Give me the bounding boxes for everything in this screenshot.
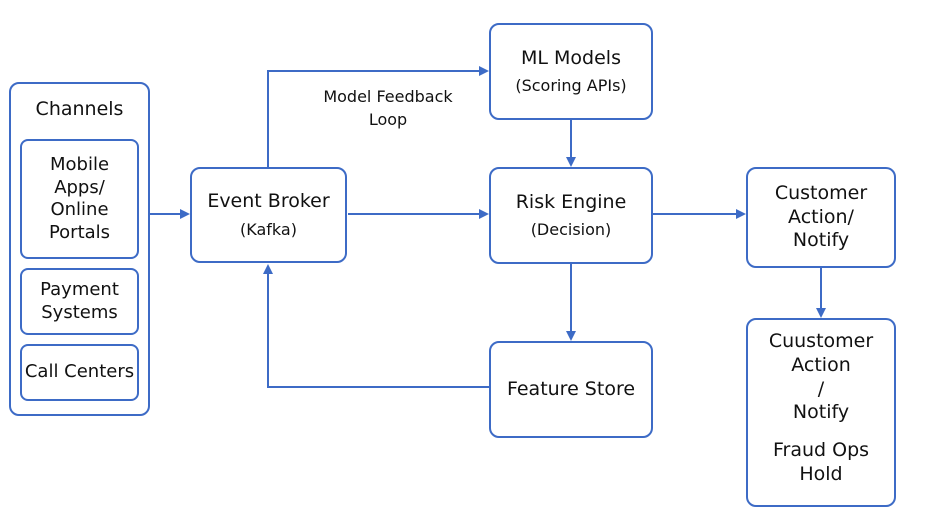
mobile-apps-line3: Online — [50, 199, 109, 220]
mobile-apps-line2: Apps/ — [54, 176, 105, 198]
model-feedback-line2: Loop — [368, 109, 408, 129]
customer-action-label: Customer Action/ Notify — [746, 167, 896, 268]
risk-engine-subtitle: (Decision) — [530, 220, 612, 240]
mobile-apps-node — [20, 139, 139, 259]
channels-title: Channels — [35, 98, 124, 121]
customer-action-line1: Customer — [774, 181, 868, 204]
risk-engine-node — [489, 167, 653, 264]
feature-store-label: Feature Store — [506, 377, 636, 400]
event-broker-label: Event Broker (Kafka) — [190, 167, 347, 263]
customer-action-line3: Notify — [792, 229, 850, 252]
event-broker-title: Event Broker — [207, 190, 330, 213]
model-feedback-loop-label: Model Feedback Loop — [305, 83, 471, 133]
outcome-line2: Action — [791, 353, 851, 376]
ml-models-subtitle: (Scoring APIs) — [515, 76, 627, 96]
feature-store-node — [489, 341, 653, 438]
ml-models-label: ML Models (Scoring APIs) — [489, 23, 653, 120]
outcome-line5: Fraud Ops — [772, 439, 870, 461]
payment-systems-line2: Systems — [41, 301, 118, 323]
mobile-apps-label: Mobile Apps/ Online Portals — [20, 139, 139, 259]
ml-models-title: ML Models — [521, 46, 621, 69]
arrow-feature-store-to-broker — [263, 264, 489, 388]
ml-models-node — [489, 23, 653, 120]
outcome-node — [746, 318, 896, 507]
customer-action-node — [746, 167, 896, 268]
outcome-line4: Notify — [792, 401, 850, 424]
call-centers-node — [20, 344, 139, 401]
payment-systems-line1: Payment — [40, 279, 119, 300]
outcome-line6: Hold — [799, 462, 843, 485]
outcome-line1: Cuustomer — [768, 330, 874, 352]
risk-engine-title: Risk Engine — [515, 190, 627, 213]
payment-systems-label: Payment Systems — [20, 268, 139, 335]
model-feedback-line1: Model Feedback — [323, 86, 453, 106]
risk-engine-label: Risk Engine (Decision) — [489, 167, 653, 264]
outcome-line3: / — [817, 377, 825, 400]
event-broker-node — [190, 167, 347, 263]
mobile-apps-line1: Mobile — [49, 154, 110, 175]
payment-systems-node — [20, 268, 139, 335]
arrow-broker-to-ml-models — [267, 66, 489, 168]
outcome-label: Cuustomer Action / Notify Fraud Ops Hold — [746, 330, 896, 500]
customer-action-line2: Action/ — [788, 205, 854, 228]
call-centers-label: Call Centers — [24, 361, 135, 383]
mobile-apps-line4: Portals — [48, 221, 111, 243]
event-broker-subtitle: (Kafka) — [240, 219, 297, 239]
